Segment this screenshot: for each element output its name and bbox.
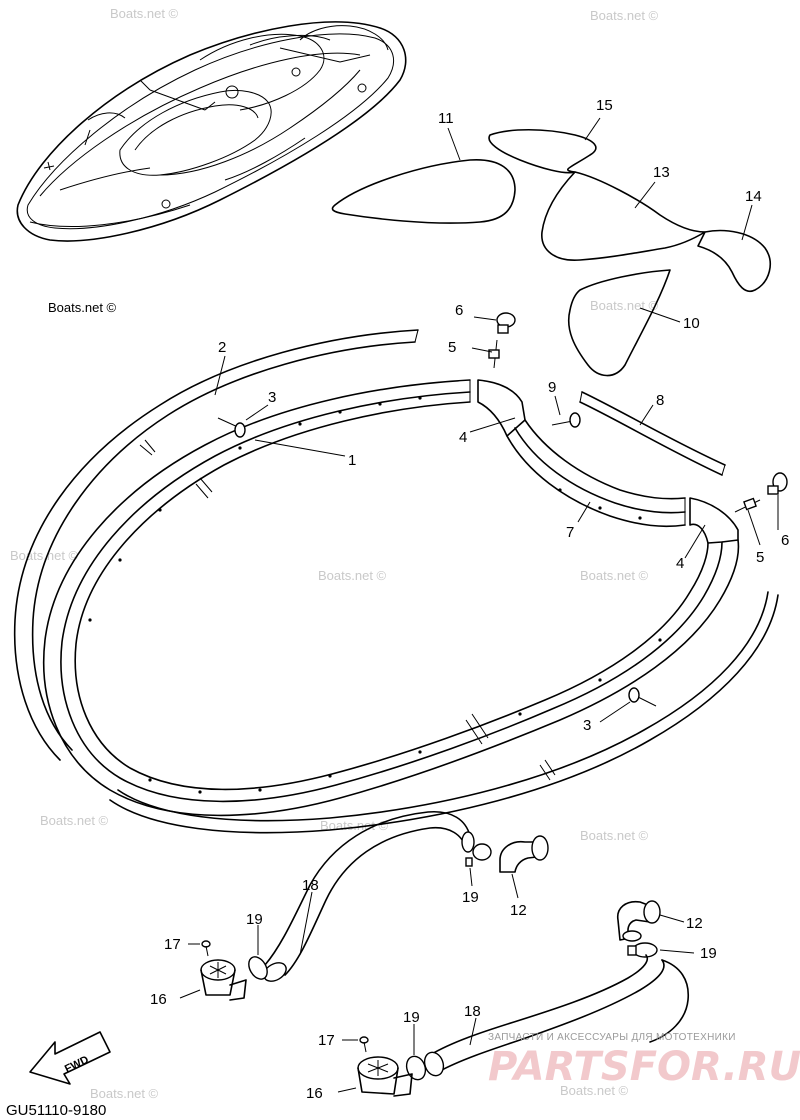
guard-strip-part-2 xyxy=(13,329,419,761)
watermark: Boats.net © xyxy=(110,6,179,21)
callout-4: 4 xyxy=(676,555,684,572)
rivet-part-3-lower xyxy=(628,687,657,707)
decal-group xyxy=(331,128,771,377)
decal-part-11 xyxy=(331,159,516,224)
callout-3: 3 xyxy=(583,717,591,734)
decal-part-13 xyxy=(541,171,706,261)
screw-part-17-lower xyxy=(359,1036,369,1053)
decal-part-14 xyxy=(697,229,771,292)
callout-12: 12 xyxy=(510,902,527,919)
clamp-part-19 xyxy=(248,956,268,980)
callout-1: 1 xyxy=(348,452,356,469)
shop-watermark: ЗАПЧАСТИ И АКСЕССУАРЫ ДЛЯ МОТОТЕХНИКИ PA… xyxy=(488,1032,800,1090)
callout-16: 16 xyxy=(306,1085,323,1102)
callout-2: 2 xyxy=(218,339,226,356)
hose-part-18-upper xyxy=(284,826,467,976)
watermark-layer: Boats.net © Boats.net © Boats.net © Boat… xyxy=(10,6,659,1101)
watermark-credit: Boats.net © xyxy=(48,300,117,315)
diagram-code: GU51110-9180 xyxy=(6,1102,106,1119)
drain-plug-part-16-lower xyxy=(357,1056,413,1097)
watermark: Boats.net © xyxy=(580,828,649,843)
watermark: Boats.net © xyxy=(560,1083,629,1098)
fasteners xyxy=(217,312,788,707)
callout-16: 16 xyxy=(150,991,167,1008)
watercraft-illustration xyxy=(16,21,407,242)
leader-lines xyxy=(179,117,779,1093)
watermark: Boats.net © xyxy=(590,8,659,23)
callout-13: 13 xyxy=(653,164,670,181)
guard-strip-part-8 xyxy=(581,391,726,466)
callout-19: 19 xyxy=(462,889,479,906)
corner-piece-part-4-upper xyxy=(477,379,526,437)
screw-part-6-upper xyxy=(496,312,516,334)
rivet-part-9 xyxy=(551,412,581,428)
guard-strips xyxy=(13,329,779,834)
rail-part-7 xyxy=(524,419,686,500)
callout-14: 14 xyxy=(745,188,762,205)
watermark: Boats.net © xyxy=(580,568,649,583)
callout-19: 19 xyxy=(403,1009,420,1026)
bolt-part-5-upper xyxy=(488,339,500,369)
forward-arrow-icon: FWD xyxy=(29,1031,111,1085)
watermark: Boats.net © xyxy=(90,1086,159,1101)
callout-12: 12 xyxy=(686,915,703,932)
watermark: Boats.net © xyxy=(10,548,79,563)
callout-10: 10 xyxy=(683,315,700,332)
clamp-part-19 xyxy=(472,843,492,861)
callout-18: 18 xyxy=(302,877,319,894)
callout-19: 19 xyxy=(246,911,263,928)
rivet-dots xyxy=(88,396,662,794)
callout-5: 5 xyxy=(756,549,764,566)
decal-part-10 xyxy=(568,269,671,377)
callout-8: 8 xyxy=(656,392,664,409)
forward-label: FWD xyxy=(63,1054,91,1076)
watermark: Boats.net © xyxy=(318,568,387,583)
callout-17: 17 xyxy=(318,1032,335,1049)
callout-9: 9 xyxy=(548,379,556,396)
callout-18: 18 xyxy=(464,1003,481,1020)
callout-11: 11 xyxy=(438,110,454,127)
rivet-part-3-upper xyxy=(217,417,246,438)
bolt-part-5-lower xyxy=(734,497,761,513)
screw-part-6-lower xyxy=(767,472,788,495)
decal-part-15 xyxy=(488,128,597,174)
shop-logo: PARTSFOR.RU xyxy=(488,1044,800,1090)
screw-part-17-upper xyxy=(201,940,211,957)
callout-6: 6 xyxy=(455,302,463,319)
callout-15: 15 xyxy=(596,97,613,114)
shop-tagline: ЗАПЧАСТИ И АКСЕССУАРЫ ДЛЯ МОТОТЕХНИКИ xyxy=(488,1032,736,1043)
hose-part-18-lower xyxy=(437,959,665,1073)
watermark: Boats.net © xyxy=(40,813,109,828)
callout-3: 3 xyxy=(268,389,276,406)
corner-piece-part-4-lower xyxy=(689,497,739,544)
callout-7: 7 xyxy=(566,524,574,541)
callouts: 11 15 13 14 10 6 5 2 3 9 8 4 1 7 5 4 6 3… xyxy=(150,97,789,1102)
rail-part-1 xyxy=(42,379,740,817)
drain-plug-part-16-upper xyxy=(200,959,247,1001)
callout-17: 17 xyxy=(164,936,181,953)
callout-4: 4 xyxy=(459,429,467,446)
callout-5: 5 xyxy=(448,339,456,356)
hose-assembly xyxy=(200,811,689,1097)
callout-19: 19 xyxy=(700,945,717,962)
watermark: Boats.net © xyxy=(590,298,659,313)
callout-6: 6 xyxy=(781,532,789,549)
